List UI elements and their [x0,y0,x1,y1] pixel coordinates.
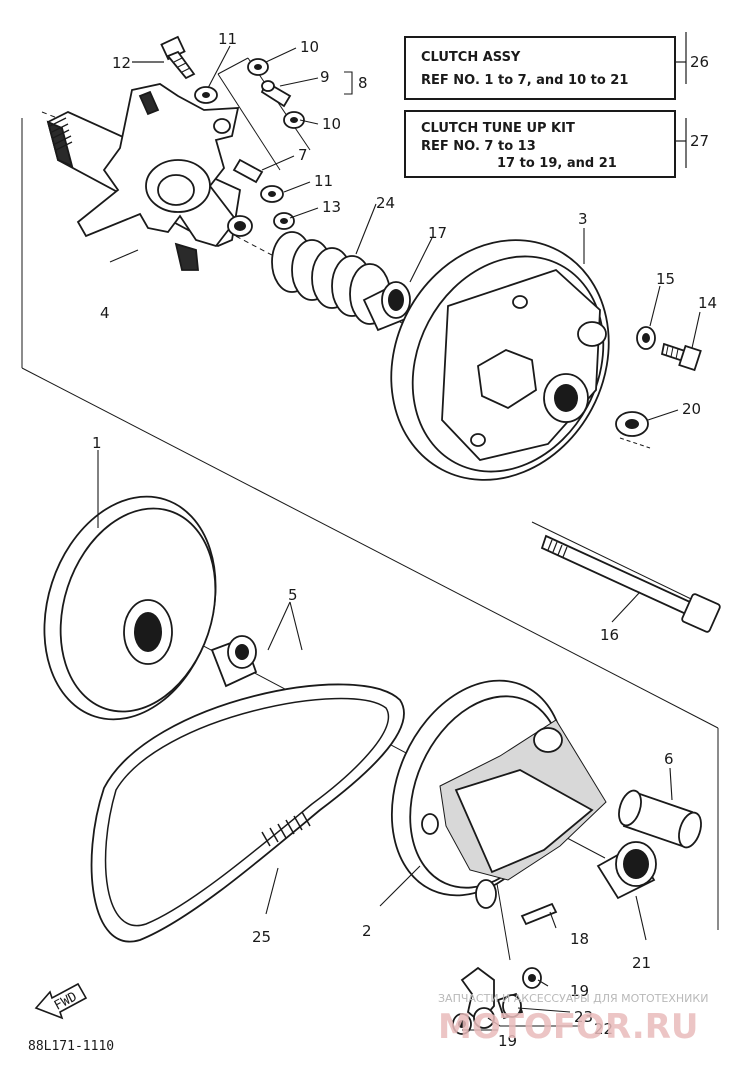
leader-lines [97,45,701,1031]
fwd-arrow: FWD [34,982,88,1020]
callout-8: 8 [358,74,368,92]
callout-23: 23 [574,1008,593,1026]
callout-22: 22 [594,1020,613,1038]
callout-6: 6 [664,750,674,768]
spider-hub [46,83,253,271]
callout-19-bottom: 19 [498,1032,517,1050]
callout-4: 4 [100,304,110,322]
clutch-assy-ref: REF NO. 1 to 7, and 10 to 21 [421,73,628,88]
watermark-site: MOTOFOR.RU [438,1007,698,1047]
washers-19 [452,967,542,1035]
washer-15 [636,326,656,350]
clutch-tune-up-kit-box: CLUTCH TUNE UP KIT REF NO. 7 to 13 17 to… [404,110,709,178]
bolt-12 [132,35,196,80]
drive-belt-25 [90,683,405,943]
callout-24: 24 [376,194,395,212]
bushing-23 [496,992,524,1020]
watermark: ЗАПЧАСТИ И АКСЕССУАРЫ ДЛЯ МОТОТЕХНИКИ MO… [438,992,708,1047]
callout-15: 15 [656,270,675,288]
spring-24 [271,231,391,325]
roller-weight-22 [460,966,495,1029]
movable-sheave-2 [390,679,607,909]
callout-7: 7 [298,146,308,164]
callout-20: 20 [682,400,701,418]
clutch-assy-title: CLUTCH ASSY [421,50,521,65]
tune-up-kit-ref-2: 17 to 19, and 21 [497,156,617,171]
callout-5: 5 [288,586,298,604]
callout-27: 27 [690,132,709,150]
callout-17: 17 [428,224,447,242]
clutch-cover-3 [390,239,610,481]
tune-up-kit-title: CLUTCH TUNE UP KIT [421,121,575,136]
callout-14: 14 [698,294,717,312]
callout-13: 13 [322,198,341,216]
callout-19-right: 19 [570,982,589,1000]
callout-25: 25 [252,928,271,946]
callout-18: 18 [570,930,589,948]
bushing-21 [596,841,657,900]
callout-11-bottom: 11 [314,172,333,190]
callout-1: 1 [92,434,102,452]
bushing-5 [210,635,258,688]
callout-10-bottom: 10 [322,115,341,133]
callout-10-top: 10 [300,38,319,56]
fixed-sheave-1 [43,495,217,721]
sleeve-6 [618,789,702,849]
callout-3: 3 [578,210,588,228]
callout-12: 12 [112,54,131,72]
washers-and-pins [194,58,305,230]
bushing-17 [362,281,411,332]
long-bolt-16 [540,534,721,633]
watermark-tagline: ЗАПЧАСТИ И АКСЕССУАРЫ ДЛЯ МОТОТЕХНИКИ [438,992,708,1005]
callout-11-top: 11 [218,30,237,48]
callout-9: 9 [320,68,330,86]
callout-21: 21 [632,954,651,972]
callout-26: 26 [690,53,709,71]
figure-code: 88L171-1110 [28,1039,114,1054]
callout-16: 16 [600,626,619,644]
pin-18 [520,902,558,926]
bolt-14 [660,342,702,372]
callout-numbers: 12 11 10 9 8 10 7 11 13 24 17 3 15 14 20… [92,30,717,1050]
clutch-assy-box: CLUTCH ASSY REF NO. 1 to 7, and 10 to 21… [404,32,709,100]
tune-up-kit-ref-1: REF NO. 7 to 13 [421,139,536,154]
callout-2: 2 [362,922,372,940]
washer-20 [615,411,649,437]
